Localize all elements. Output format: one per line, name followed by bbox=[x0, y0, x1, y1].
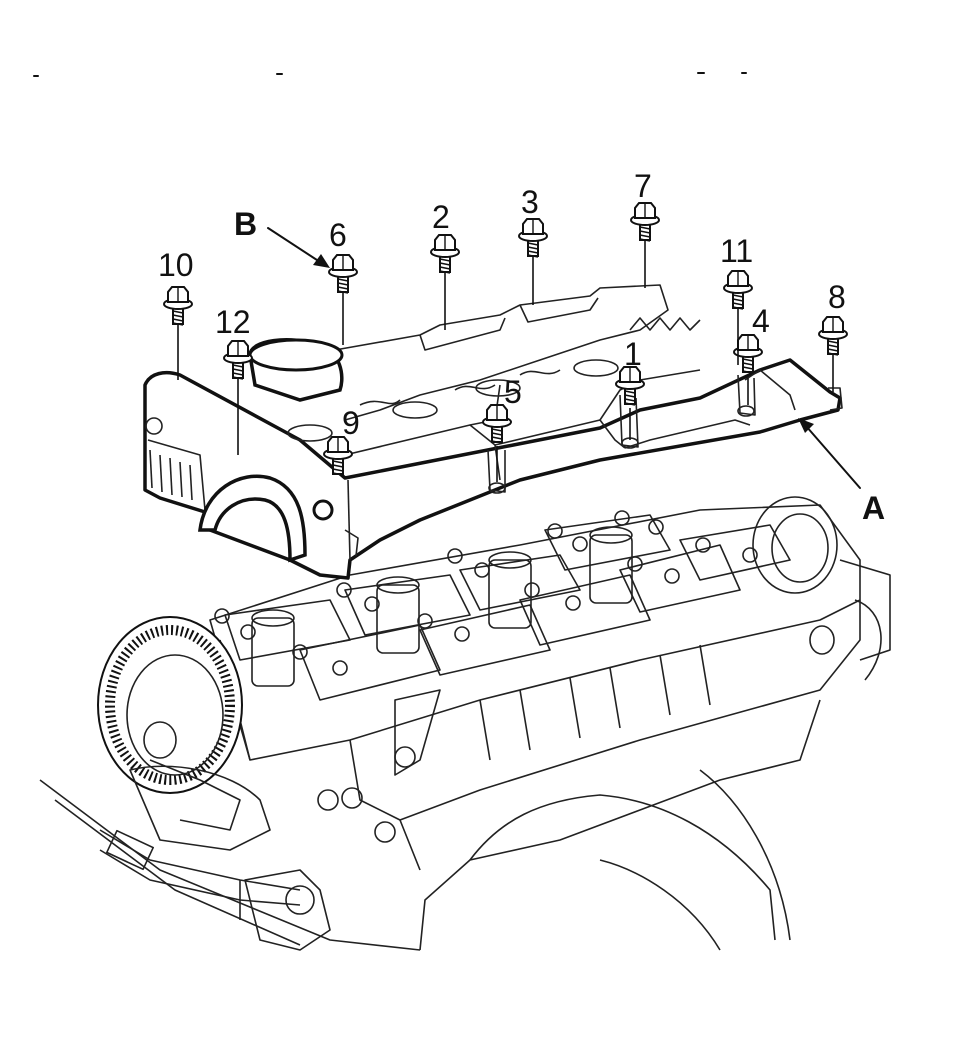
callout-6: 6 bbox=[329, 217, 347, 253]
plug-wells bbox=[287, 359, 619, 442]
cap-bolts bbox=[214, 510, 758, 676]
bolt-12 bbox=[223, 340, 253, 380]
label-b: B bbox=[234, 206, 257, 242]
callout-labels: 1 2 3 4 5 6 7 8 9 10 11 12 bbox=[158, 168, 846, 441]
cam-rear-end bbox=[752, 496, 891, 681]
letter-labels: B A bbox=[234, 206, 885, 526]
callout-5: 5 bbox=[504, 374, 522, 410]
bolt-9 bbox=[323, 436, 353, 476]
arrow-b-head bbox=[313, 254, 330, 268]
arrow-a-head bbox=[798, 418, 814, 433]
cover-left-end bbox=[145, 417, 359, 563]
bolt-4 bbox=[733, 334, 763, 374]
label-a: A bbox=[862, 490, 885, 526]
oil-filler-cap bbox=[248, 338, 344, 402]
callout-12: 12 bbox=[215, 304, 251, 340]
cam-sprocket bbox=[97, 616, 243, 831]
bolt-2 bbox=[430, 234, 460, 274]
callout-8: 8 bbox=[828, 279, 846, 315]
cylinder-head-drawing bbox=[39, 496, 891, 951]
callout-2: 2 bbox=[432, 199, 450, 235]
callout-11: 11 bbox=[720, 233, 753, 269]
callout-4: 4 bbox=[752, 303, 770, 339]
callout-7: 7 bbox=[634, 168, 652, 204]
callout-3: 3 bbox=[521, 184, 539, 220]
scan-marks bbox=[33, 72, 747, 77]
callout-1: 1 bbox=[624, 336, 642, 372]
callout-9: 9 bbox=[342, 405, 360, 441]
bolt-10 bbox=[163, 286, 193, 326]
callout-10: 10 bbox=[158, 247, 194, 283]
bolt-1 bbox=[615, 366, 645, 406]
front-brackets bbox=[99, 689, 441, 951]
bolt-5 bbox=[482, 404, 512, 444]
leader-lines bbox=[177, 240, 834, 482]
bolt-7 bbox=[630, 202, 660, 242]
bolt-3 bbox=[518, 218, 548, 258]
bolt-6 bbox=[328, 254, 358, 294]
bearing-caps bbox=[224, 514, 791, 701]
bolt-8 bbox=[818, 316, 848, 356]
bolt-11 bbox=[723, 270, 753, 310]
valve-cover-A bbox=[143, 284, 843, 580]
